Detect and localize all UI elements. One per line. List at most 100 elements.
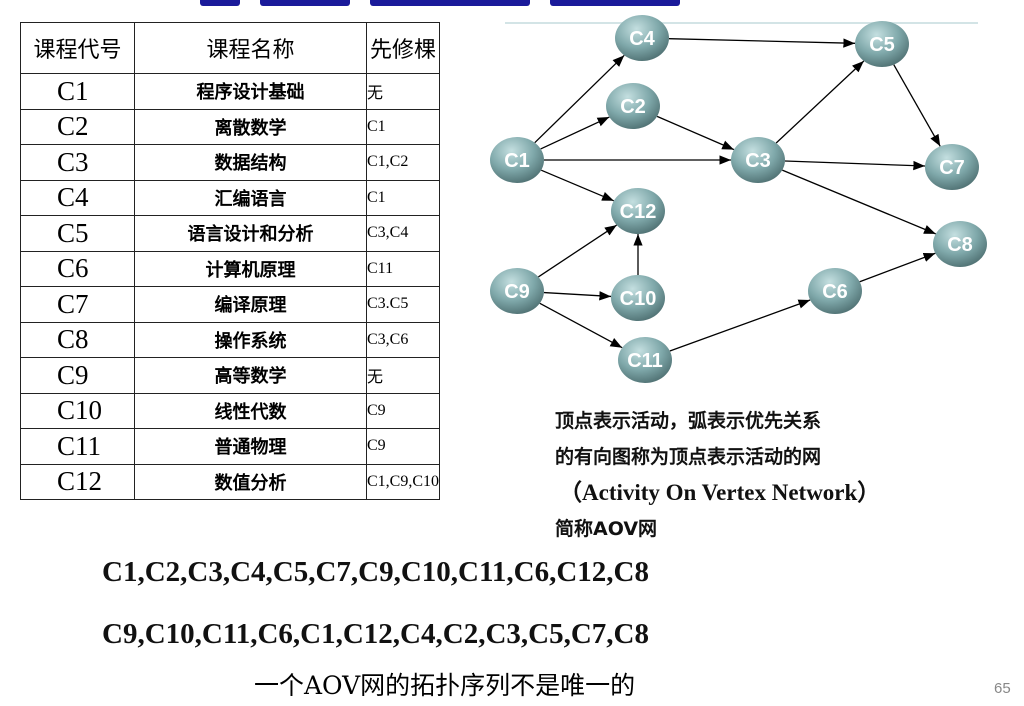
edge-C9-C11 [539, 302, 623, 349]
course-prereq: C3,C6 [365, 321, 441, 358]
description-line: 的有向图称为顶点表示活动的网 [555, 446, 822, 468]
course-prereq: C1 [365, 179, 441, 216]
course-name: 计算机原理 [134, 250, 367, 287]
course-prereq: C1,C9,C10 [365, 463, 441, 500]
course-code: C8 [20, 321, 135, 358]
course-name: 数据结构 [134, 144, 367, 181]
node-ellipse [618, 337, 672, 383]
edge-C9-C12 [537, 224, 618, 278]
course-code: C4 [20, 179, 135, 216]
topological-sequence-2: C9,C10,C11,C6,C1,C12,C4,C2,C3,C5,C7,C8 [102, 618, 649, 650]
slide-title-cropped [200, 0, 700, 6]
node-C12: C12 [611, 188, 665, 234]
table-header-row: 课程代号 课程名称 先修棵 [20, 22, 441, 74]
course-code: C9 [20, 357, 135, 394]
edge-C3-C7 [784, 160, 926, 171]
node-ellipse [490, 137, 544, 183]
node-ellipse [490, 268, 544, 314]
edge-C1-C4 [534, 54, 625, 144]
node-label: C7 [939, 157, 965, 179]
node-label: C2 [620, 96, 646, 118]
node-ellipse [925, 144, 979, 190]
page-number: 65 [994, 680, 1011, 697]
course-prereq: C9 [365, 428, 441, 465]
course-code: C10 [20, 392, 135, 429]
node-C7: C7 [925, 144, 979, 190]
course-prereq: C1,C2 [365, 144, 441, 181]
node-label: C12 [620, 201, 657, 223]
node-label: C5 [869, 34, 895, 56]
node-C8: C8 [933, 221, 987, 267]
node-label: C10 [620, 288, 657, 310]
edge-C1-C12 [540, 169, 615, 202]
edge-C2-C3 [656, 115, 735, 151]
node-C11: C11 [618, 337, 672, 383]
node-ellipse [933, 221, 987, 267]
course-name: 普通物理 [134, 428, 367, 465]
header-divider [505, 22, 978, 24]
edge-C3-C8 [782, 169, 936, 235]
course-name: 程序设计基础 [134, 73, 367, 110]
course-name: 汇编语言 [134, 179, 367, 216]
node-C4: C4 [615, 15, 669, 61]
node-label: C1 [504, 150, 530, 172]
aov-description: 顶点表示活动，弧表示优先关系 的有向图称为顶点表示活动的网 （Activity … [555, 403, 880, 547]
node-C5: C5 [855, 21, 909, 67]
description-line: 顶点表示活动，弧表示优先关系 [555, 410, 822, 432]
node-label: C6 [822, 281, 848, 303]
node-label: C3 [745, 150, 771, 172]
description-line: （Activity On Vertex Network） [559, 480, 881, 505]
description-line: 简称AOV网 [555, 518, 658, 540]
node-C9: C9 [490, 268, 544, 314]
node-C3: C3 [731, 137, 785, 183]
edge-C4-C5 [668, 38, 856, 48]
header-name: 课程名称 [134, 22, 367, 74]
course-prereq: C3.C5 [365, 286, 441, 323]
node-ellipse [611, 275, 665, 321]
node-C10: C10 [611, 275, 665, 321]
course-name: 离散数学 [134, 108, 367, 145]
node-label: C9 [504, 281, 530, 303]
edge-C9-C10 [543, 291, 612, 301]
note-text: 一个AOV网的拓扑序列不是唯一的 [254, 671, 636, 700]
node-C1: C1 [490, 137, 544, 183]
edge-C11-C6 [669, 299, 811, 352]
course-prereq: C1 [365, 108, 441, 145]
node-ellipse [855, 21, 909, 67]
course-name: 操作系统 [134, 321, 367, 358]
header-prereq: 先修棵 [365, 22, 441, 74]
node-C6: C6 [808, 268, 862, 314]
node-label: C11 [627, 350, 663, 372]
course-name: 数值分析 [134, 463, 367, 500]
topological-sequence-1: C1,C2,C3,C4,C5,C7,C9,C10,C11,C6,C12,C8 [102, 556, 649, 588]
node-ellipse [731, 137, 785, 183]
node-ellipse [606, 83, 660, 129]
node-ellipse [611, 188, 665, 234]
edge-C3-C5 [775, 60, 865, 144]
node-ellipse [808, 268, 862, 314]
course-code: C12 [20, 463, 135, 500]
edge-C6-C8 [859, 252, 936, 283]
course-prereq: C9 [365, 392, 441, 429]
edge-C5-C7 [893, 64, 941, 147]
node-ellipse [615, 15, 669, 61]
course-code: C2 [20, 108, 135, 145]
node-C2: C2 [606, 83, 660, 129]
edge-C1-C2 [540, 116, 610, 150]
course-prereq: C3,C4 [365, 215, 441, 252]
course-name: 语言设计和分析 [134, 215, 367, 252]
node-label: C4 [629, 28, 655, 50]
course-name: 线性代数 [134, 392, 367, 429]
course-code: C11 [20, 428, 135, 465]
